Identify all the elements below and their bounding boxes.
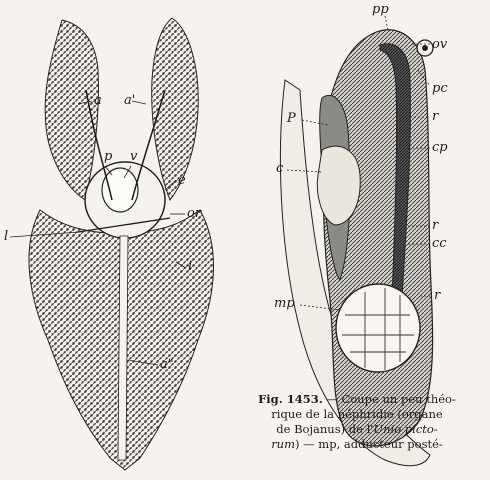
label-c: c [276, 162, 283, 175]
posterior-adductor-muscle [336, 284, 420, 372]
label-r-1: r [432, 110, 438, 123]
label-pc: pc [432, 82, 448, 95]
central-channel [118, 236, 128, 460]
label-a-double-prime: a" [160, 358, 174, 371]
label-r-2: r [432, 219, 438, 232]
ventricle [102, 168, 138, 212]
label-a: a [94, 94, 102, 107]
label-a-prime: a' [124, 94, 135, 107]
label-cc: cc [432, 237, 447, 250]
label-pp: pp [372, 3, 389, 16]
label-e: e [178, 174, 186, 187]
left-nephridium-figure [10, 18, 213, 470]
caption-line-2: rique de la néphridie (organe [271, 407, 442, 421]
label-p: p [104, 150, 112, 163]
caption-figure-number: Fig. 1453. [258, 392, 323, 406]
figure-caption: Fig. 1453. — Coupe un peu théo- rique de… [226, 392, 488, 452]
caption-line-4: ) — mp, adducteur posté- [295, 437, 443, 451]
caption-line-1: — Coupe un peu théo- [323, 392, 456, 406]
label-ov: ov [432, 38, 447, 51]
label-mp: mp [274, 297, 295, 310]
label-or: or [187, 207, 201, 220]
label-cp: cp [432, 141, 448, 154]
label-i: i [188, 260, 192, 273]
label-P: P [287, 112, 296, 125]
label-l: l [4, 230, 8, 243]
label-r-3: r [434, 289, 440, 302]
caption-line-3a: de Bojanus) de l' [276, 422, 373, 436]
label-v: v [130, 150, 137, 163]
caption-species-epithet: rum [271, 437, 295, 451]
caption-species-genus: Unio picto- [373, 422, 437, 436]
